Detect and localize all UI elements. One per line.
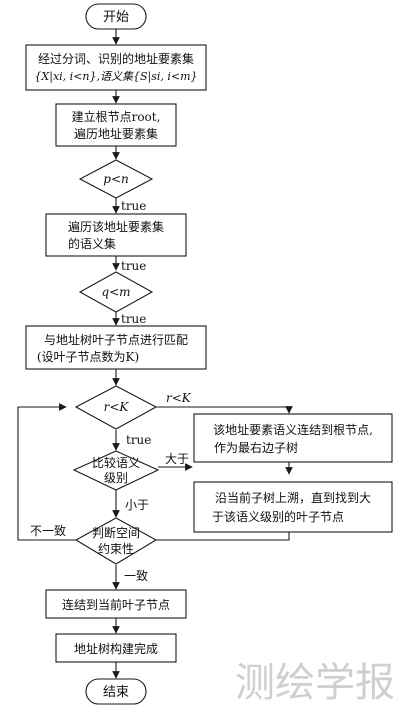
condition-spatial: 判断空间 约束性 — [74, 517, 158, 565]
label-greater: 大于 — [165, 452, 189, 466]
label-less: 小于 — [125, 498, 149, 512]
match-box: 与地址树叶子节点进行匹配 (设叶子节点数为K) — [25, 325, 207, 370]
compare-line-1: 比较语义 — [92, 455, 140, 470]
root-box: 建立根节点root, 遍历地址要素集 — [55, 103, 177, 147]
connectors — [17, 29, 293, 679]
root-line-1: 建立根节点root, — [72, 109, 161, 124]
condition-q-label: q<m — [101, 285, 130, 299]
label-inconsistent: 不一致 — [30, 524, 66, 538]
label-true-q-top: true — [121, 259, 146, 273]
input-box: 经过分词、识别的地址要素集 {X|xi, i<n},语义集{S|si, i<m} — [25, 44, 207, 91]
traverse-line-2: 的语义集 — [68, 236, 116, 251]
start-node: 开始 — [85, 3, 147, 30]
label-true-q: true — [121, 312, 146, 326]
trace-line-1: 沿当前子树上溯，直到找到大 — [215, 490, 371, 505]
rightmost-line-1: 该地址要素语义连结到根节点, — [213, 422, 373, 437]
condition-q: q<m — [78, 271, 154, 313]
match-line-2: (设叶子节点数为K) — [37, 349, 139, 364]
complete-label: 地址树构建完成 — [74, 641, 158, 656]
start-label: 开始 — [103, 10, 129, 25]
label-consistent: 一致 — [124, 569, 148, 583]
spatial-line-1: 判断空间 — [92, 525, 140, 540]
condition-compare: 比较语义 级别 — [72, 450, 160, 491]
connect-label: 连结到当前叶子节点 — [62, 597, 170, 612]
label-true-r: true — [126, 433, 151, 447]
spatial-line-2: 约束性 — [98, 541, 134, 556]
match-line-1: 与地址树叶子节点进行匹配 — [44, 332, 188, 347]
trace-line-2: 于该语义级别的叶子节点 — [212, 509, 344, 524]
condition-r-label: r<K — [104, 400, 130, 414]
rightmost-box: 该地址要素语义连结到根节点, 作为最右边子树 — [193, 413, 393, 463]
traverse-box: 遍历该地址要素集 的语义集 — [45, 213, 187, 257]
compare-line-2: 级别 — [104, 471, 128, 485]
label-true-p: true — [121, 199, 146, 213]
trace-box: 沿当前子树上溯，直到找到大 于该语义级别的叶子节点 — [193, 481, 393, 533]
condition-r: r<K — [74, 385, 158, 430]
complete-box: 地址树构建完成 — [55, 633, 177, 663]
end-node: 结束 — [85, 678, 147, 705]
rightmost-line-2: 作为最右边子树 — [214, 440, 298, 455]
input-line-2: {X|xi, i<n},语义集{S|si, i<m} — [34, 70, 197, 84]
traverse-line-1: 遍历该地址要素集 — [68, 219, 164, 234]
label-r-false: r<K — [166, 391, 192, 405]
end-label: 结束 — [103, 685, 129, 700]
watermark: 测绘学报 — [235, 660, 395, 706]
condition-p-label: p<n — [103, 172, 128, 186]
root-line-2: 遍历地址要素集 — [74, 126, 158, 141]
connect-box: 连结到当前叶子节点 — [45, 589, 187, 619]
input-line-1: 经过分词、识别的地址要素集 — [38, 51, 194, 66]
condition-p: p<n — [78, 159, 154, 199]
